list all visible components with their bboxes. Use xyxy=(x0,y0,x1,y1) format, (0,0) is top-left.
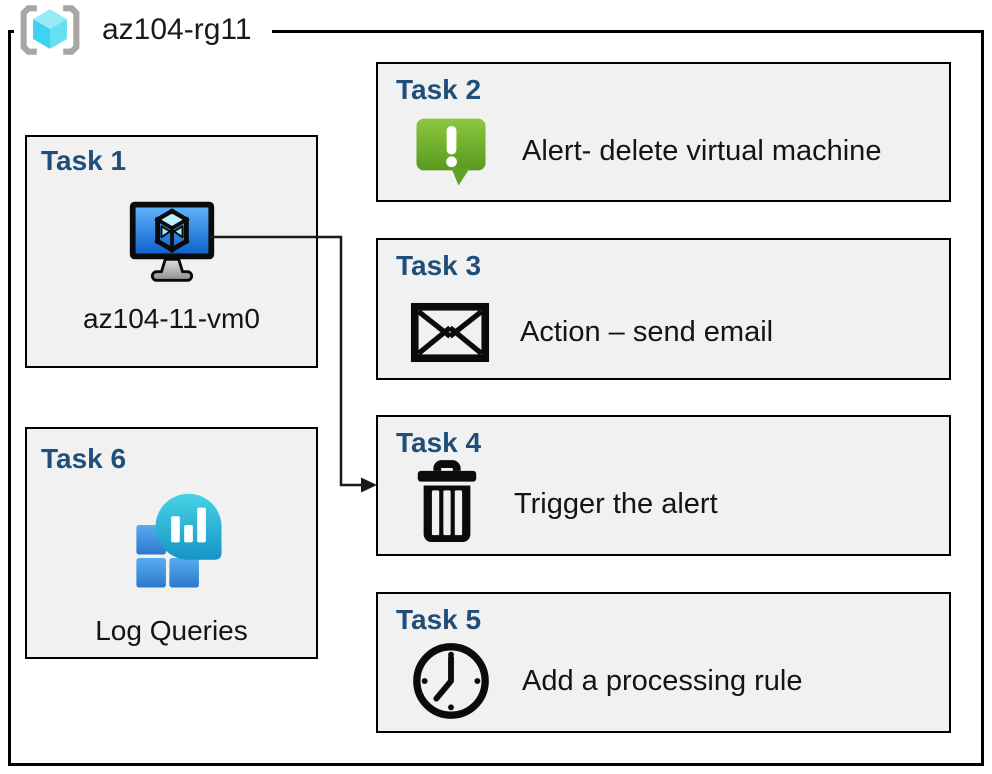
resource-group-icon xyxy=(20,5,80,55)
trash-icon xyxy=(417,460,477,542)
task-6-label: Log Queries xyxy=(95,615,248,646)
task-2-title: Task 2 xyxy=(396,74,482,105)
task-box-6: Task 6 Log Queries xyxy=(25,427,318,659)
task-box-2: Task 2 Alert- delete virtual machine xyxy=(376,62,951,202)
resource-group-name: az104-rg11 xyxy=(102,13,252,46)
resource-group-header: az104-rg11 xyxy=(14,0,272,60)
task-box-5: Task 5 Add a processing rule xyxy=(376,592,951,733)
task-5-title: Task 5 xyxy=(396,604,482,635)
task-box-1: Task 1 xyxy=(25,135,318,368)
task-1-label: az104-11-vm0 xyxy=(83,303,260,334)
task-1-title: Task 1 xyxy=(41,145,127,176)
task-box-4: Task 4 Trigger the alert xyxy=(376,415,951,556)
task-3-title: Task 3 xyxy=(396,250,482,281)
task-3-label: Action – send email xyxy=(520,316,774,348)
task-4-label: Trigger the alert xyxy=(514,487,718,520)
task-6-title: Task 6 xyxy=(41,443,127,474)
task-5-label: Add a processing rule xyxy=(522,664,803,697)
task-2-label: Alert- delete virtual machine xyxy=(522,134,882,167)
email-icon xyxy=(410,302,490,363)
virtual-machine-icon xyxy=(129,201,214,282)
task-box-3: Task 3 Action – send email xyxy=(376,238,951,380)
alert-icon xyxy=(416,118,486,186)
clock-icon xyxy=(413,643,489,719)
log-queries-icon xyxy=(135,493,222,588)
task-4-title: Task 4 xyxy=(396,427,482,458)
